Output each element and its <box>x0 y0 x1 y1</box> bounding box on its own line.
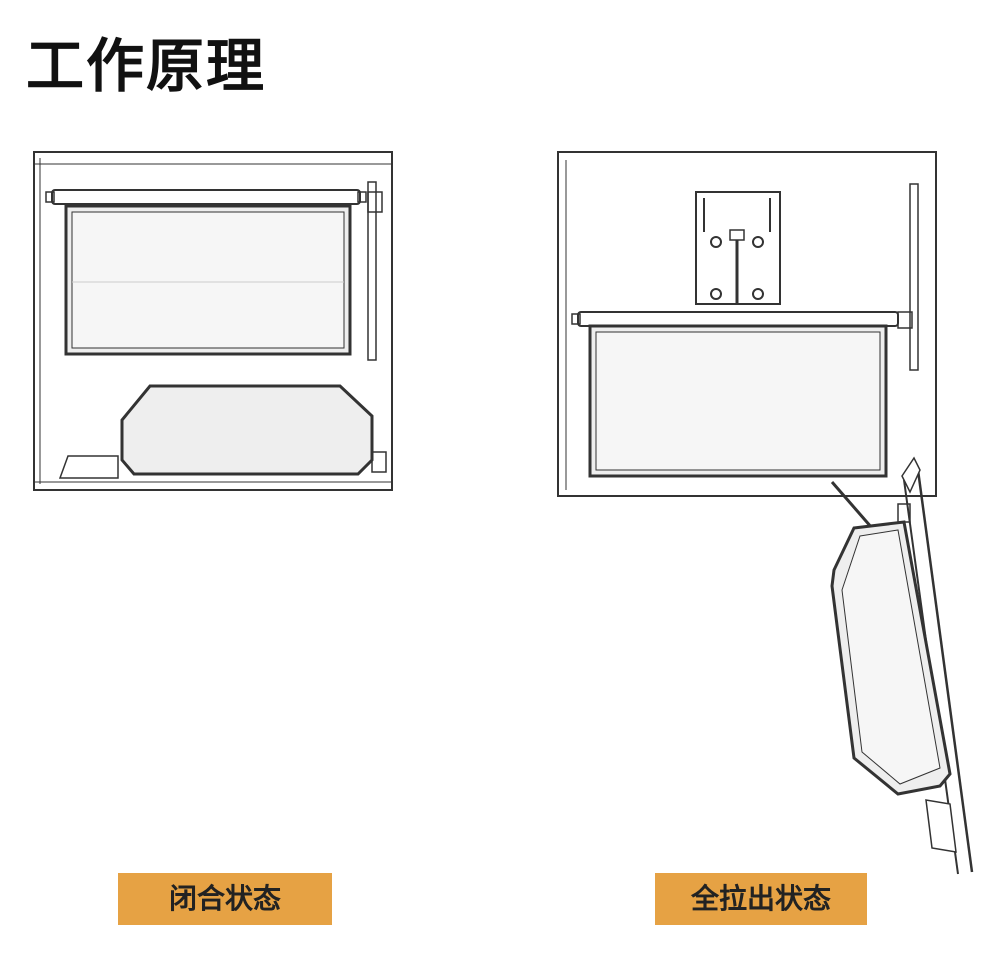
closed-state-label: 闭合状态 <box>168 882 281 915</box>
open-side-rail <box>909 183 919 371</box>
open-lower-basket-inner <box>841 529 941 785</box>
closed-lower-hinge <box>371 451 387 473</box>
closed-upper-basket-inner <box>71 211 345 349</box>
closed-label-bg <box>118 873 332 925</box>
closed-cabinet-frame <box>33 151 393 491</box>
closed-lower-basket <box>120 384 374 476</box>
open-bracket-bolt-tr <box>752 236 764 248</box>
open-bar-right-cap <box>897 311 913 329</box>
closed-bar-right-cap <box>357 191 367 203</box>
closed-side-rail <box>367 181 377 361</box>
open-cabinet-frame <box>557 151 937 497</box>
open-top-bar <box>577 311 899 327</box>
open-door-rail-outer <box>916 469 974 873</box>
open-state-label: 全拉出状态 <box>690 882 831 915</box>
open-label-bg <box>655 873 867 925</box>
open-door-panel <box>925 799 957 853</box>
open-state-diagram <box>557 151 974 875</box>
open-door-hinge-tip <box>901 456 921 494</box>
open-bracket-bolt-br <box>752 288 764 300</box>
closed-state-diagram <box>33 151 393 491</box>
closed-floor-wedge <box>58 455 119 479</box>
closed-top-bar <box>51 189 361 205</box>
page-title: 工作原理 <box>26 32 267 100</box>
closed-bar-left-cap <box>45 191 55 203</box>
open-swing-arm <box>830 481 874 529</box>
open-bracket-bolt-bl <box>710 288 722 300</box>
closed-upper-hinge <box>367 191 383 213</box>
open-bracket-bolt-tl <box>710 236 722 248</box>
open-upper-basket-inner <box>595 331 881 471</box>
open-bar-left-cap <box>571 313 581 325</box>
